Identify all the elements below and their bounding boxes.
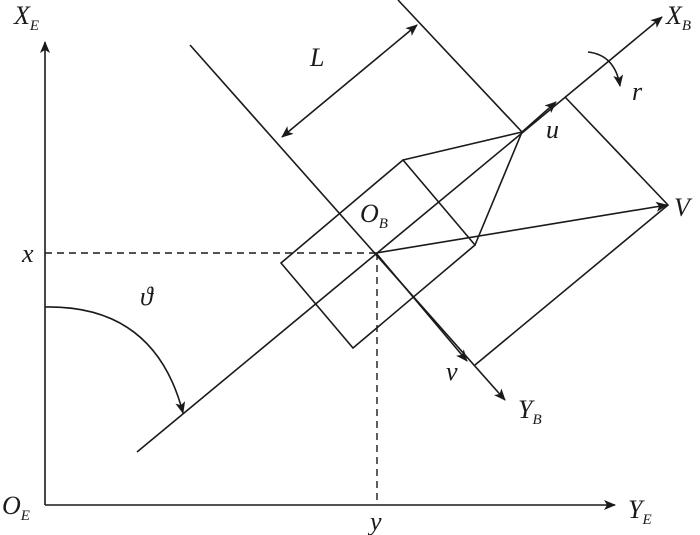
body-y-label: YB bbox=[518, 395, 542, 428]
body-x-axis bbox=[136, 16, 663, 453]
ship-hull bbox=[279, 158, 477, 350]
body-y-axis bbox=[189, 44, 506, 401]
yaw-rate-label: r bbox=[632, 77, 643, 106]
heading-angle-arc bbox=[44, 306, 186, 414]
total-velocity-arrow bbox=[375, 201, 668, 254]
earth-x-label: XE bbox=[13, 1, 39, 34]
earth-origin-label: OE bbox=[2, 491, 30, 524]
sway-velocity-arrow bbox=[375, 252, 468, 362]
sway-velocity-label: v bbox=[446, 357, 458, 386]
heading-angle-label: ϑ bbox=[140, 282, 154, 311]
ship-bow bbox=[402, 130, 524, 246]
length-dimension-arrow bbox=[281, 24, 418, 138]
surge-velocity-label: u bbox=[546, 115, 559, 144]
bow-reference-line bbox=[397, 0, 523, 133]
y-coordinate-label: y bbox=[367, 507, 382, 535]
velocity-parallelogram bbox=[474, 96, 670, 366]
body-x-label: XB bbox=[665, 1, 691, 34]
earth-y-label: YE bbox=[628, 495, 652, 528]
surge-velocity-arrow bbox=[521, 101, 557, 133]
body-origin-label: OB bbox=[360, 199, 388, 232]
total-velocity-label: V bbox=[674, 193, 693, 222]
length-label: L bbox=[309, 43, 324, 72]
yaw-rate-arrow bbox=[587, 51, 624, 87]
x-coordinate-label: x bbox=[21, 239, 34, 268]
